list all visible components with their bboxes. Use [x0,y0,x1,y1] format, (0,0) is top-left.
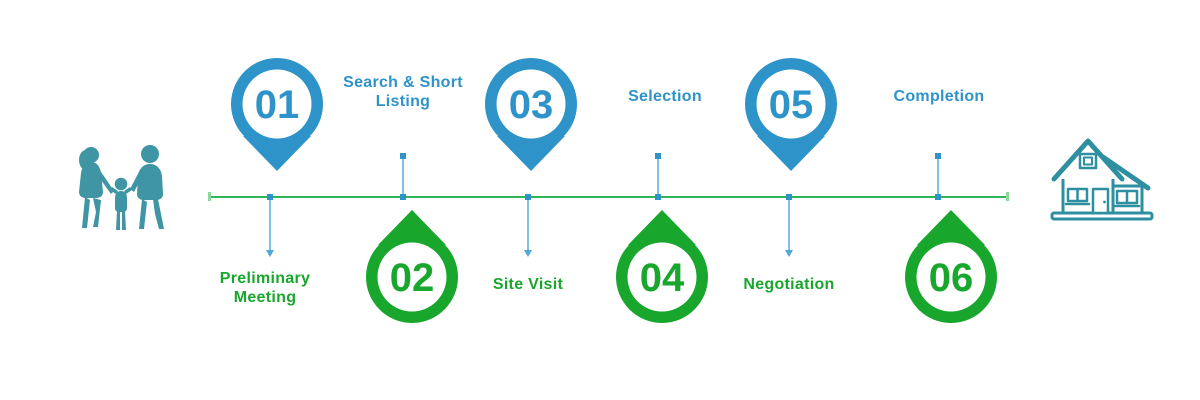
step-3-marker: 03 [485,58,577,171]
step-1-marker: 01 [231,58,323,171]
timeline-end-tick [1006,192,1009,201]
step-6-number: 06 [929,256,974,300]
timeline-line [210,196,1008,198]
step-5-label: Negotiation [743,276,835,293]
step-2-label: Search & Short Listing [343,74,463,110]
step-5-marker: 05 [745,58,837,171]
step-5-number: 05 [769,83,814,127]
step-2-number: 02 [390,256,435,300]
step-6-label: Completion [893,88,985,105]
step-5-connector-dot [786,194,792,200]
step-3-connector-arrow [524,250,532,257]
step-4-number: 04 [640,256,685,300]
step-2-marker: 02 [366,210,458,323]
step-4-connector-stem [657,157,659,197]
step-6-marker: 06 [905,210,997,323]
step-4-connector-dot [655,153,661,159]
step-6-connector-dot [935,153,941,159]
step-4-label: Selection [628,88,702,105]
step-3-number: 03 [509,83,554,127]
step-1-label: Preliminary Meeting [219,270,311,306]
step-5-connector-arrow [785,250,793,257]
step-3-connector-stem [527,198,529,250]
family-walking-icon [79,145,164,230]
step-4-marker: 04 [616,210,708,323]
step-6-connector-stem [937,157,939,197]
house-icon [1050,138,1154,221]
step-4-connector-dot [655,194,661,200]
step-3-connector-dot [525,194,531,200]
step-2-connector-stem [402,157,404,197]
step-5-connector-stem [788,198,790,250]
step-2-connector-dot [400,153,406,159]
timeline-start-tick [208,192,211,201]
step-1-connector-stem [269,198,271,250]
step-1-connector-arrow [266,250,274,257]
step-1-number: 01 [255,83,300,127]
step-6-connector-dot [935,194,941,200]
step-2-connector-dot [400,194,406,200]
step-3-label: Site Visit [492,276,564,293]
step-1-connector-dot [267,194,273,200]
